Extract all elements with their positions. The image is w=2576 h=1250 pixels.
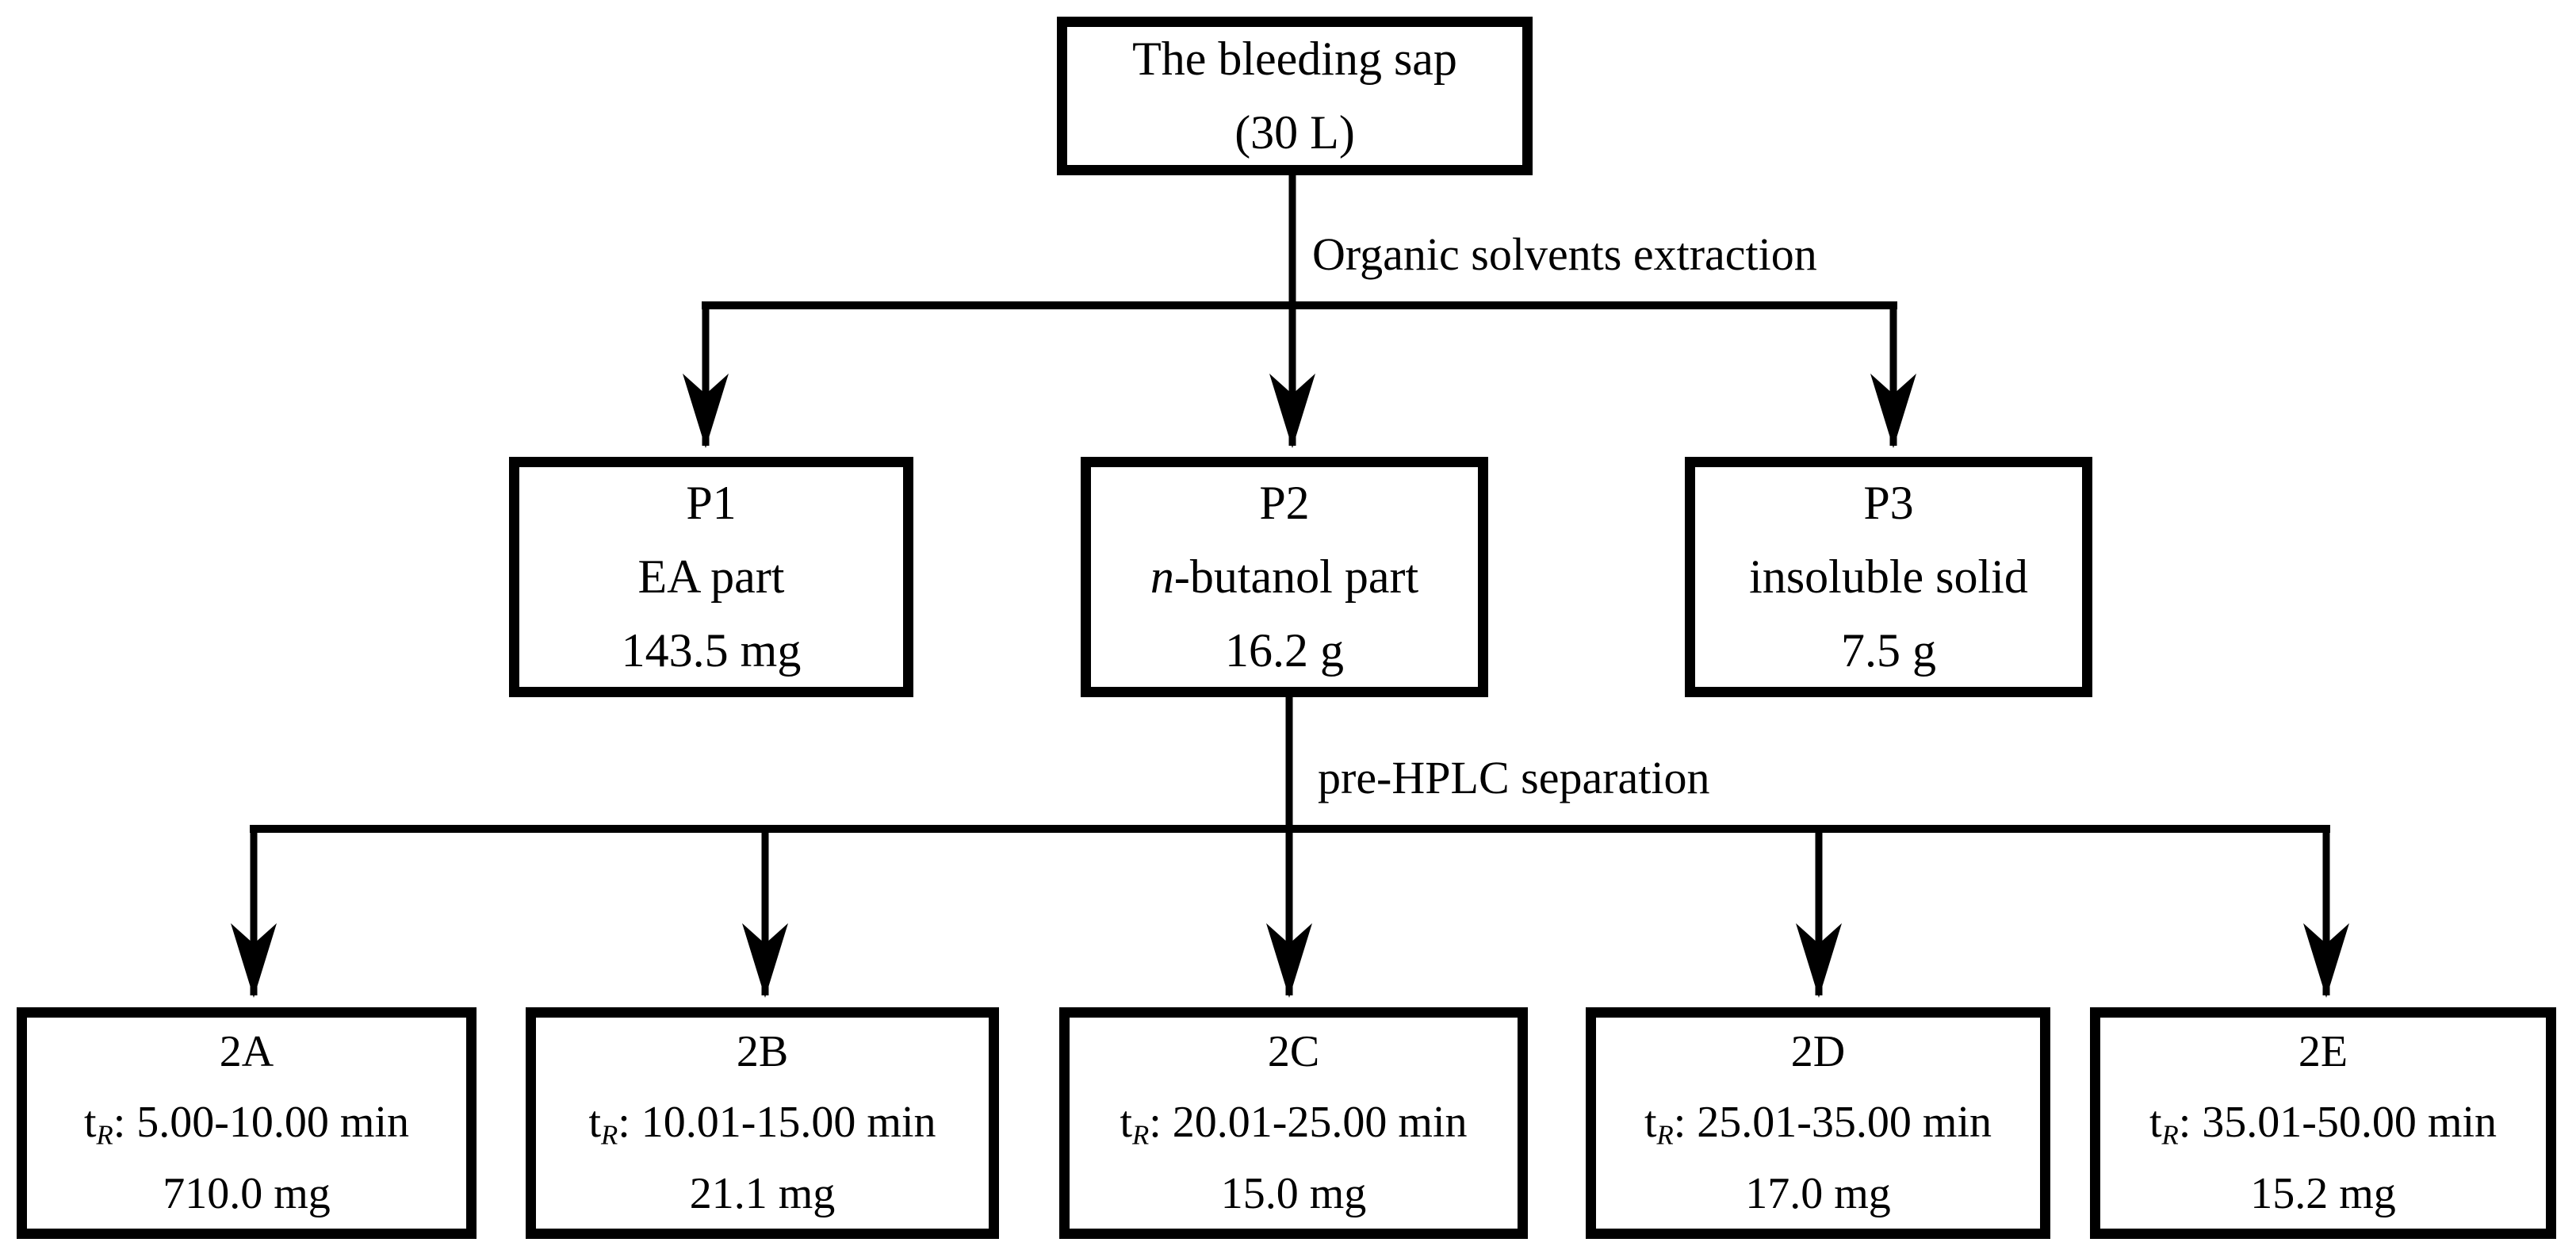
rt-symbol: t [2149,1098,2162,1148]
edge-label-extraction: Organic solvents extraction [1312,228,1817,280]
node-amount: 15.2 mg [2250,1168,2396,1218]
rt-symbol: t [1120,1098,1132,1148]
retention-time: tR: 20.01-25.00 min [1120,1087,1467,1159]
rt-range: : 35.01-50.00 min [2178,1098,2498,1148]
node-2e: 2E tR: 35.01-50.00 min 15.2 mg [2090,1007,2556,1239]
node-title: The bleeding sap [1132,33,1457,85]
rt-range: : 5.00-10.00 min [113,1098,410,1148]
node-description: EA part [638,540,785,614]
node-volume: (30 L) [1234,106,1355,159]
rt-symbol: t [1644,1098,1657,1148]
rt-range: : 25.01-35.00 min [1673,1098,1992,1148]
node-amount: 21.1 mg [689,1168,836,1218]
retention-time: tR: 25.01-35.00 min [1644,1087,1992,1159]
node-2a: 2A tR: 5.00-10.00 min 710.0 mg [17,1007,477,1239]
node-amount: 7.5 g [1841,624,1936,677]
node-id: 2B [736,1026,789,1076]
node-2c: 2C tR: 20.01-25.00 min 15.0 mg [1059,1007,1528,1239]
node-p3: P3 insoluble solid 7.5 g [1685,457,2092,697]
description-text: insoluble solid [1749,550,2028,603]
italic-prefix: n [1150,550,1174,603]
rt-subscript: R [1132,1119,1150,1151]
retention-time: tR: 35.01-50.00 min [2149,1087,2497,1159]
rt-subscript: R [601,1119,618,1151]
node-bleeding-sap: The bleeding sap (30 L) [1057,17,1533,175]
retention-time: tR: 5.00-10.00 min [84,1087,409,1159]
edge-label-hplc: pre-HPLC separation [1318,752,1710,803]
node-amount: 16.2 g [1225,624,1344,677]
retention-time: tR: 10.01-15.00 min [588,1087,936,1159]
description-text: EA part [637,550,785,603]
rt-symbol: t [83,1098,97,1148]
node-p1: P1 EA part 143.5 mg [509,457,913,697]
rt-subscript: R [2161,1119,2179,1151]
node-id: 2D [1790,1026,1846,1076]
description-text: -butanol part [1173,550,1419,603]
rt-range: : 20.01-25.00 min [1149,1098,1468,1148]
rt-symbol: t [588,1098,601,1148]
rt-subscript: R [96,1119,113,1151]
node-amount: 710.0 mg [163,1168,331,1218]
node-2d: 2D tR: 25.01-35.00 min 17.0 mg [1586,1007,2050,1239]
node-id: P1 [686,477,737,529]
node-amount: 15.0 mg [1220,1168,1367,1218]
node-id: P3 [1863,477,1914,529]
rt-subscript: R [1656,1119,1674,1151]
node-id: 2A [219,1026,274,1076]
node-p2: P2 n-butanol part 16.2 g [1081,457,1488,697]
node-2b: 2B tR: 10.01-15.00 min 21.1 mg [526,1007,999,1239]
node-description: n-butanol part [1150,540,1418,614]
node-id: 2C [1267,1026,1320,1076]
node-amount: 143.5 mg [621,624,802,677]
node-id: 2E [2298,1026,2348,1076]
node-description: insoluble solid [1749,540,2028,614]
node-id: P2 [1259,477,1310,529]
rt-range: : 10.01-15.00 min [618,1098,936,1148]
node-amount: 17.0 mg [1745,1168,1891,1218]
